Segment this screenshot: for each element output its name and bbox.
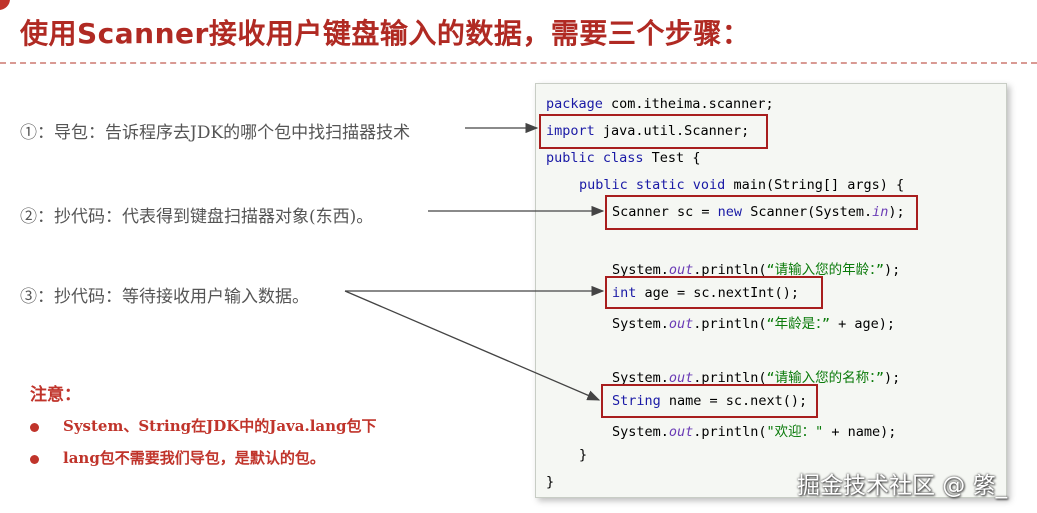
code-line-print-welcome: System.out.println("欢迎：" + name); xyxy=(612,420,896,440)
code-line-print-age-result: System.out.println(“年龄是：” + age); xyxy=(612,312,895,332)
code-line-scanner: Scanner sc = new Scanner(System.in); xyxy=(612,204,905,220)
code-line-import: import java.util.Scanner; xyxy=(546,123,749,139)
code-keyword: public static void xyxy=(579,177,726,193)
arrow-step-3b xyxy=(344,290,601,401)
code-keyword: new xyxy=(717,204,743,220)
code-text: .println( xyxy=(693,370,767,386)
code-string: “请输入您的名称：” xyxy=(766,370,884,386)
code-text: System. xyxy=(612,424,669,440)
code-line-main: public static void main(String[] args) { xyxy=(579,177,904,193)
code-text: main(String[] args) { xyxy=(725,177,905,193)
code-text: System. xyxy=(612,262,669,278)
code-line-package: package com.itheima.scanner; xyxy=(546,96,774,112)
code-text: Scanner sc = xyxy=(612,204,718,220)
code-text: age = sc.nextInt(); xyxy=(636,285,799,301)
step-1-text: ①：导包：告诉程序去JDK的哪个包中找扫描器技术 xyxy=(20,123,411,143)
highlight-box-next xyxy=(601,384,818,418)
code-text: Test { xyxy=(643,150,701,166)
page-title: 使用Scanner接收用户键盘输入的数据，需要三个步骤： xyxy=(20,17,751,50)
note-item-text: System、String在JDK中的Java.lang包下 xyxy=(63,417,377,435)
code-field: in xyxy=(872,204,889,220)
note-item: System、String在JDK中的Java.lang包下 xyxy=(30,415,377,436)
code-text: System. xyxy=(612,316,669,332)
code-line-print-age: System.out.println(“请输入您的年龄：”); xyxy=(612,258,900,278)
code-text: java.util.Scanner; xyxy=(594,123,750,139)
code-field: out xyxy=(668,316,694,332)
code-keyword: package xyxy=(546,96,603,112)
code-line-print-name: System.out.println(“请输入您的名称：”); xyxy=(612,366,900,386)
code-string: “年龄是：” xyxy=(766,316,830,332)
code-text: + age); xyxy=(829,316,895,332)
highlight-box-import xyxy=(539,114,768,149)
title-divider xyxy=(0,62,1037,64)
code-field: out xyxy=(668,262,694,278)
code-panel: package com.itheima.scanner; import java… xyxy=(535,83,1007,498)
bullet-icon xyxy=(30,454,39,464)
code-field: out xyxy=(668,424,694,440)
code-text: .println( xyxy=(693,424,767,440)
code-line-next: String name = sc.next(); xyxy=(612,393,807,409)
code-text: .println( xyxy=(693,262,767,278)
code-keyword: String xyxy=(612,393,661,409)
code-field: out xyxy=(668,370,694,386)
code-text: com.itheima.scanner; xyxy=(602,96,774,112)
bullet-icon xyxy=(30,422,39,432)
code-text: ); xyxy=(883,262,901,278)
code-line-nextint: int age = sc.nextInt(); xyxy=(612,285,799,301)
step-3-text: ③：抄代码：等待接收用户输入数据。 xyxy=(20,287,309,307)
code-string: “请输入您的年龄：” xyxy=(766,262,884,278)
code-text: ); xyxy=(888,204,905,220)
code-text: .println( xyxy=(693,316,767,332)
note-item: lang包不需要我们导包，是默认的包。 xyxy=(30,447,325,468)
code-keyword: import xyxy=(546,123,595,139)
watermark: 掘金技术社区 @ 綮_ xyxy=(797,473,1008,499)
code-text: System. xyxy=(612,370,669,386)
note-title: 注意： xyxy=(30,385,81,405)
code-keyword: public class xyxy=(546,150,644,166)
code-line-close-class: } xyxy=(546,474,555,490)
highlight-box-nextint xyxy=(605,276,823,309)
highlight-box-scanner xyxy=(605,195,918,230)
code-text: + name); xyxy=(823,424,897,440)
code-text: ); xyxy=(883,370,901,386)
code-line-class: public class Test { xyxy=(546,150,700,166)
step-2-text: ②：抄代码：代表得到键盘扫描器对象(东西)。 xyxy=(20,207,374,227)
code-keyword: int xyxy=(612,285,637,301)
code-text: name = sc.next(); xyxy=(660,393,808,409)
code-text: Scanner(System. xyxy=(742,204,873,220)
note-item-text: lang包不需要我们导包，是默认的包。 xyxy=(63,449,325,467)
corner-dot-decoration xyxy=(0,0,10,10)
code-string: "欢迎：" xyxy=(766,424,824,440)
code-line-close-main: } xyxy=(579,447,588,463)
